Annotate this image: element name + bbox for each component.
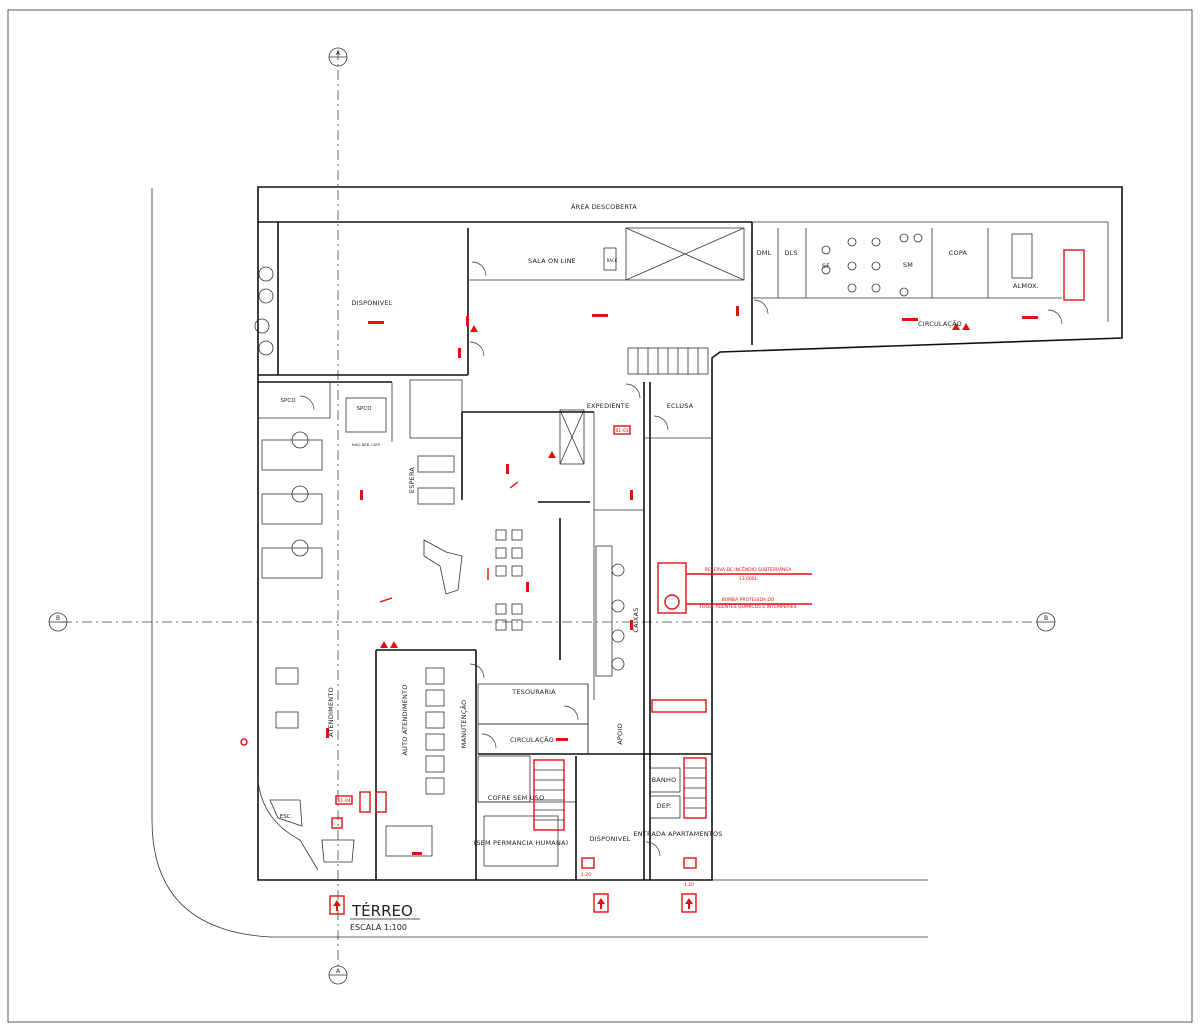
label-manutencao: MANUTENÇÃO bbox=[459, 700, 468, 749]
label-banho: BANHO bbox=[652, 776, 677, 784]
svg-text:B: B bbox=[1044, 615, 1048, 622]
plant-pots bbox=[254, 266, 274, 356]
svg-text:FOGO, AGENTES QUÍMICOS E INTEM: FOGO, AGENTES QUÍMICOS E INTEMPÉRIES bbox=[699, 602, 796, 610]
label-sem-permancia: (SEM PERMANCIA HUMANA) bbox=[474, 839, 569, 847]
label-circulacao-mid: CIRCULAÇÃO bbox=[510, 735, 554, 744]
label-spcd-2: SPCD bbox=[357, 406, 372, 412]
label-rack: RACK bbox=[607, 258, 618, 263]
label-dml: DML bbox=[757, 249, 772, 257]
axis-marker-a-bottom: A bbox=[328, 965, 348, 985]
label-esc: ESC. bbox=[280, 814, 293, 820]
stair-lower-right bbox=[683, 757, 707, 819]
stair-expediente bbox=[627, 347, 709, 375]
axis-marker-b-left: B bbox=[48, 612, 68, 632]
workstations-left bbox=[261, 431, 323, 729]
axis-marker-b-right: B bbox=[1036, 612, 1056, 632]
svg-text:13.000L: 13.000L bbox=[739, 576, 758, 582]
height-mark: 1.20 bbox=[684, 882, 694, 888]
sign-tag: B1-03 bbox=[615, 428, 628, 434]
sign-tag: B1-04 bbox=[337, 798, 350, 804]
label-sm: SM bbox=[903, 261, 913, 269]
svg-text:A: A bbox=[336, 50, 341, 57]
height-mark: 1.20 bbox=[581, 872, 591, 878]
label-caixas: CAIXAS bbox=[632, 607, 640, 632]
stair-lower-left bbox=[533, 759, 565, 831]
exit-arrow bbox=[593, 893, 609, 913]
toilet-fixtures bbox=[821, 233, 923, 297]
label-auto-atendimento: AUTO ATENDIMENTO bbox=[401, 684, 409, 755]
label-disponivel-bottom: DISPONIVEL bbox=[589, 835, 630, 843]
door-swings bbox=[299, 261, 1063, 857]
label-dls: DLS bbox=[784, 249, 797, 257]
label-dep: DEP. bbox=[657, 802, 672, 810]
waiting-seats bbox=[495, 529, 523, 631]
label-circulacao-top: CIRCULAÇÃO bbox=[918, 319, 962, 328]
label-tesouraria: TESOURARIA bbox=[511, 688, 556, 696]
drawing-scale: ESCALA 1:100 bbox=[350, 923, 407, 932]
label-disponivel-top: DISPONIVEL bbox=[351, 299, 392, 307]
label-expediente: EXPEDIENTE bbox=[587, 402, 630, 410]
label-atendimento: ATENDIMENTO bbox=[327, 687, 335, 737]
atm-units bbox=[425, 667, 445, 795]
label-maq-cafe: MAQ. BEB. CAFÉ bbox=[352, 442, 381, 447]
exit-arrow bbox=[329, 895, 345, 915]
lot-boundary bbox=[151, 188, 928, 938]
svg-text:RESERVA DE INCÊNDIO SUBTERRÂNE: RESERVA DE INCÊNDIO SUBTERRÂNEA bbox=[705, 565, 793, 573]
label-copa: COPA bbox=[949, 249, 968, 257]
label-almox: ALMOX. bbox=[1013, 282, 1039, 290]
label-sf: SF bbox=[822, 262, 830, 270]
svg-text:B: B bbox=[56, 615, 60, 622]
building-outline bbox=[257, 186, 1123, 881]
svg-text:BOMBA PROTEGIDA DO: BOMBA PROTEGIDA DO bbox=[722, 597, 775, 603]
drawing-title: TÉRREO bbox=[351, 901, 413, 920]
label-spcd-1: SPCD bbox=[281, 398, 296, 404]
sheet-frame bbox=[7, 9, 1193, 1023]
label-entrada-apartamentos: ENTRADA APARTAMENTOS bbox=[633, 830, 722, 838]
fire-safety-symbols bbox=[240, 306, 1038, 869]
label-eclusa: ECLUSA bbox=[667, 402, 694, 410]
label-espera: ESPERA bbox=[408, 467, 416, 494]
axis-marker-a-top: A bbox=[328, 47, 348, 67]
label-cofre-sem-uso: COFRE SEM USO bbox=[488, 794, 545, 802]
teller-counters bbox=[595, 545, 625, 677]
label-sala-on-line: SALA ON LINE bbox=[528, 257, 576, 265]
svg-text:A: A bbox=[336, 968, 341, 975]
fire-reserve-note: RESERVA DE INCÊNDIO SUBTERRÂNEA 13.000L … bbox=[657, 562, 812, 614]
label-apoio: APOIO bbox=[616, 723, 624, 745]
exit-arrow bbox=[681, 893, 697, 913]
label-area-descoberta: ÁREA DESCOBERTA bbox=[571, 202, 637, 211]
